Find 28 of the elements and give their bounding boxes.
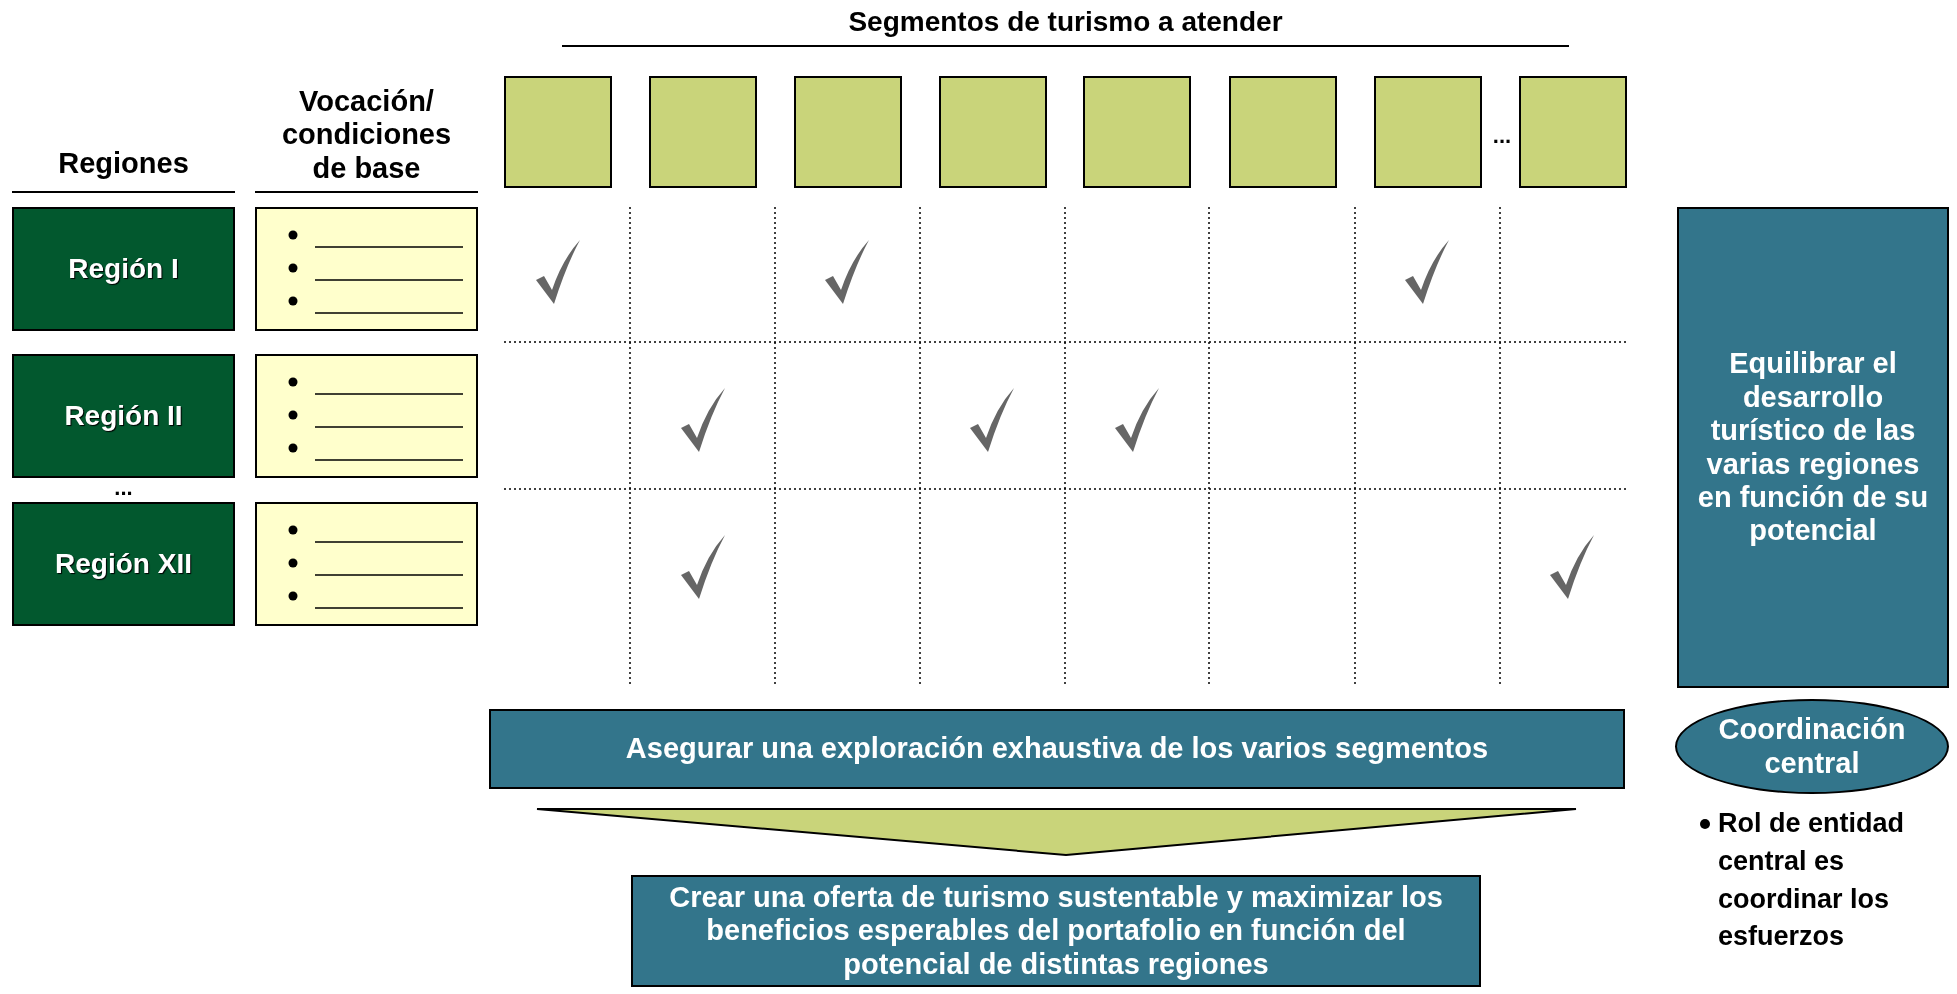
ellipsis: ... [113,473,134,500]
box-label: Región I [68,252,179,286]
region-box [12,354,235,478]
box-label: Crear una oferta de turismo sustentable y maximizar los beneficios esperables del portafolio en función del potencial de distintas regiones [669,881,1443,981]
funnel-arrow [536,808,1577,856]
segment-box [649,76,757,188]
box-label: Asegurar una exploración exhaustiva de los varios segmentos [625,732,1489,766]
box-label: Coordinación central [1717,713,1907,780]
objective-box [489,709,1625,789]
segment-box [1374,76,1482,188]
title: Segmentos de turismo a atender [847,6,1284,39]
note-text: Rol de entidad central es coordinar los esfuerzos [1718,807,1905,954]
segment-box [504,76,612,188]
objective-box [1677,207,1949,688]
segment-box [794,76,902,188]
ellipsis: ... [1491,121,1513,148]
segment-box [1083,76,1191,188]
region-box [12,207,235,331]
box-label: Región XII [55,547,192,581]
objective-box [631,875,1481,987]
box-label: Equilibrar el desarrollo turístico de las varias regiones en función de su potencial [1697,347,1929,548]
segment-box [1229,76,1337,188]
column-header: Vocación/ condiciones de base [285,83,448,185]
segment-box [939,76,1047,188]
box-label: Región II [64,399,183,433]
region-box [12,502,235,626]
column-header: Regiones [57,145,190,180]
segment-box [1519,76,1627,188]
